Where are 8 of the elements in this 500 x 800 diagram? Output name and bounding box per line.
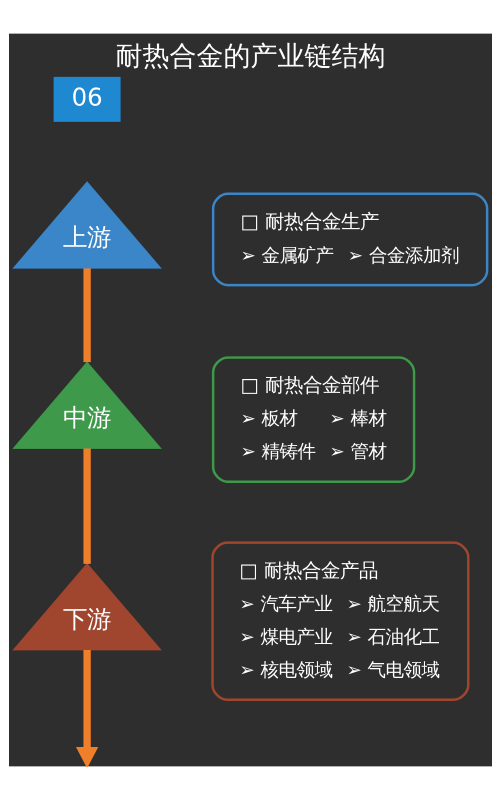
node-box: □ 耐热合金部件 ➢ 板材 ➢ 棒材 ➢ 精铸件 ➢ 管材: [211, 356, 415, 483]
connector: [82, 448, 90, 564]
connector: [82, 268, 90, 362]
node-box: □ 耐热合金生产 ➢ 金属矿产 ➢ 合金添加剂: [211, 192, 488, 286]
node-box: □ 耐热合金产品 ➢ 汽车产业 ➢ 航空航天 ➢ 煤电产业 ➢ 石油化工 ➢ 核电领域 ➢ 气电领域: [210, 541, 469, 701]
arrow: [75, 650, 98, 767]
label: 06: [71, 82, 102, 112]
diagram-title: 耐热合金的产业链结构: [114, 40, 385, 72]
